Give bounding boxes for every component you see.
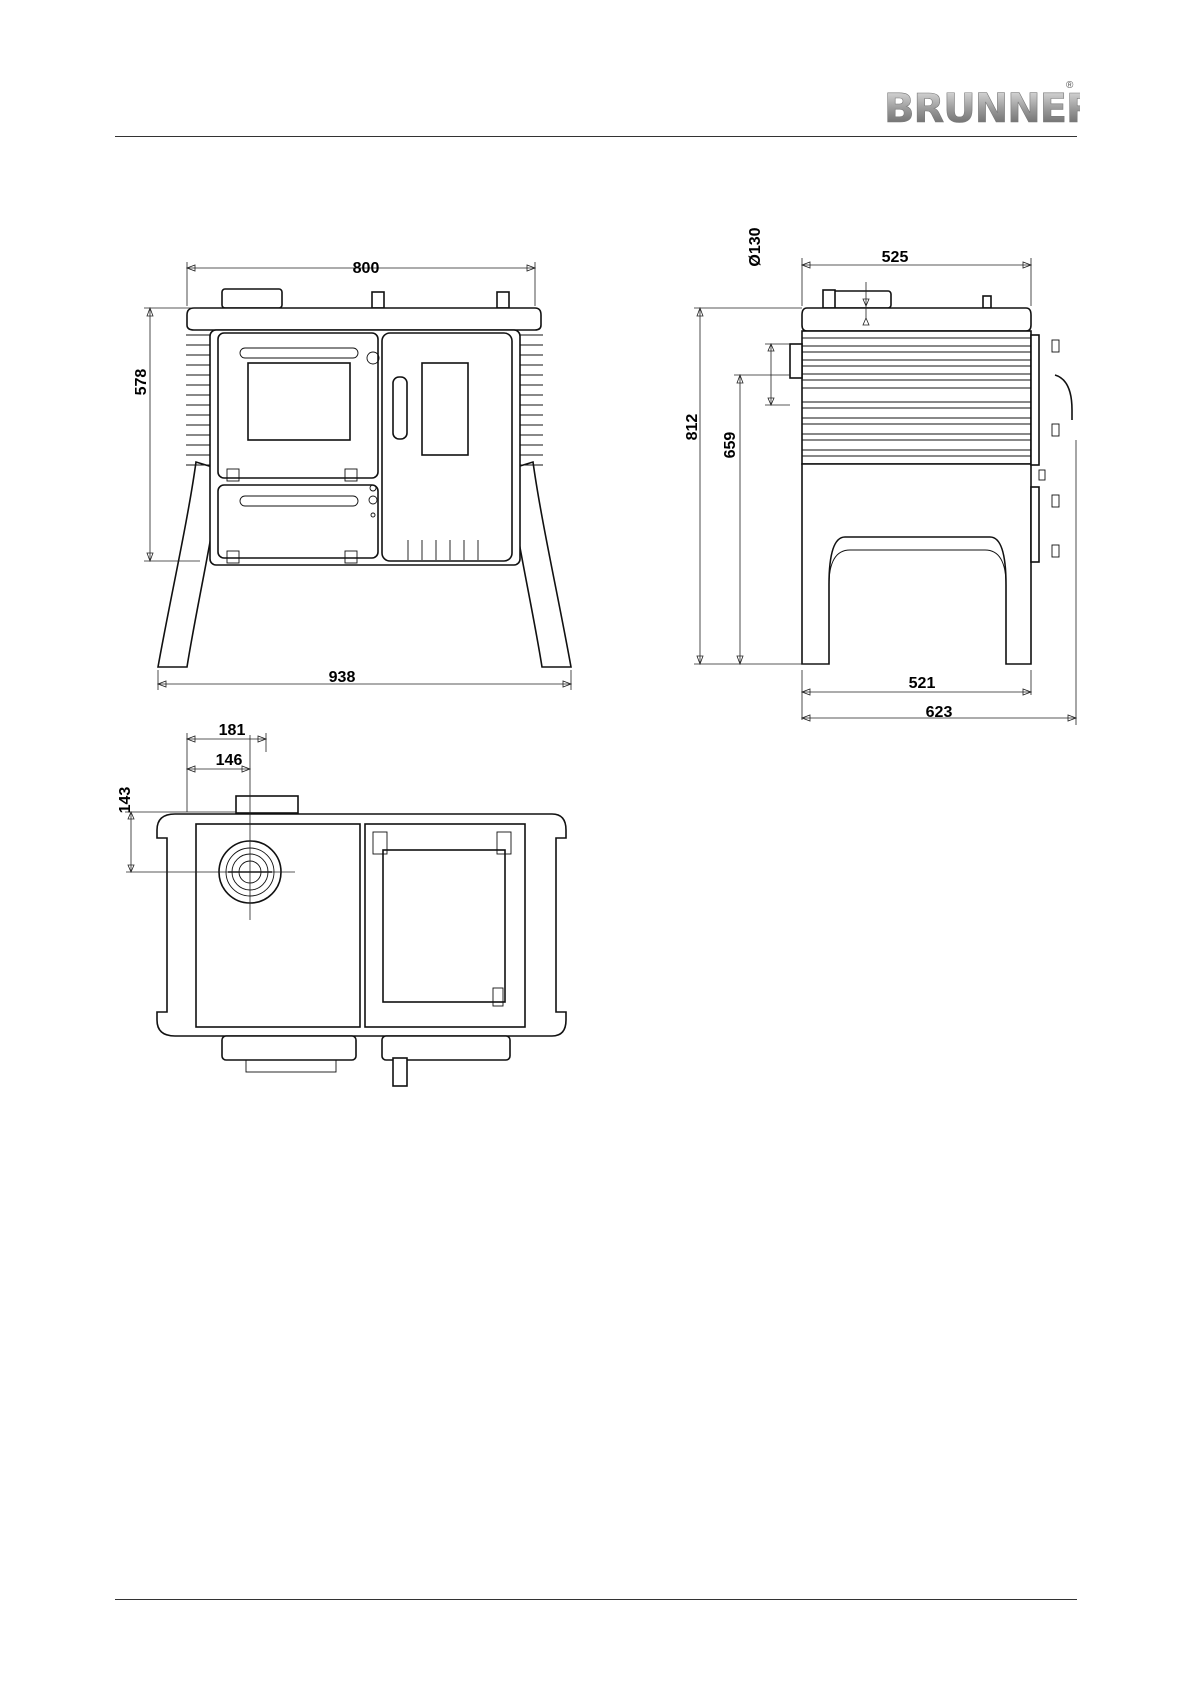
top-view-stove <box>157 796 566 1086</box>
